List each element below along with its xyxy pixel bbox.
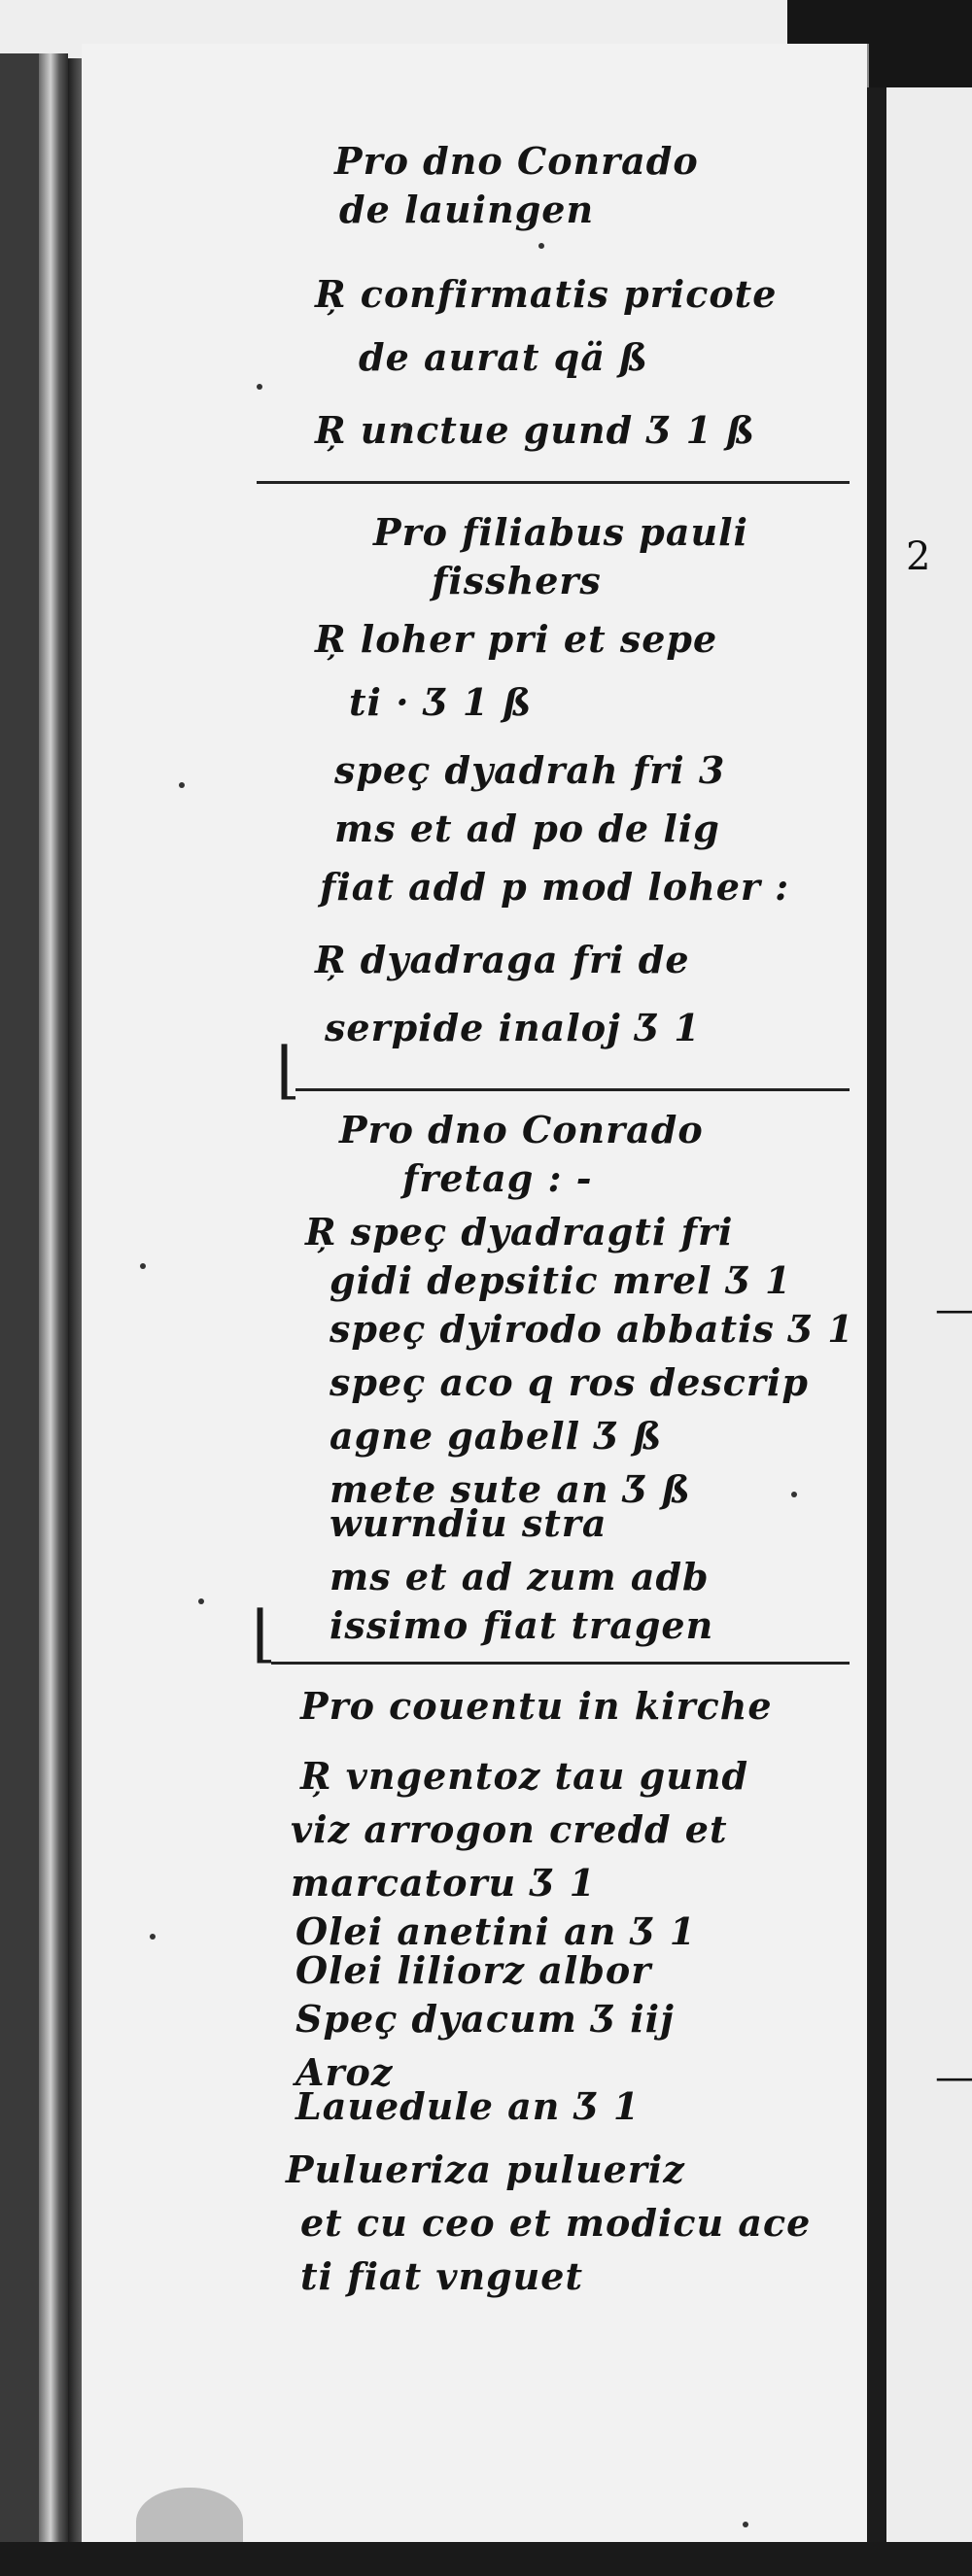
binding-edge [39,53,68,2576]
text-line: Aroz [295,2050,394,2094]
text-line: Olei anetini an Ʒ 1 [295,1909,697,1953]
text-line: Pulueriza pulueriz [286,2147,685,2191]
facing-page: 2 — — [886,87,972,2576]
text-line: gidi depsitic mrel Ʒ 1 [330,1258,792,1302]
ink-speck [538,243,544,249]
heading-line: Pro filiabus pauli [373,510,748,554]
text-line: speç dyirodo abbatis Ʒ 1 [330,1307,854,1351]
text-line: Lauedule an Ʒ 1 [295,2084,641,2128]
text-line: speç aco q ros descrip [330,1360,809,1404]
binding-gutter [68,58,82,2576]
ink-speck [402,423,408,429]
section-divider [257,481,850,484]
facing-page-mark: — [935,1288,972,1332]
section-divider [295,1088,850,1091]
section-divider [271,1662,850,1665]
section-flourish: ⌊ [252,1598,276,1670]
heading-line: Pro couentu in kirche [300,1684,773,1728]
heading-line: fretag : - [402,1156,593,1200]
ink-speck [743,2522,748,2527]
text-line: Ŗ vngentoz tau gund [300,1754,749,1798]
text-line: marcatoru Ʒ 1 [291,1861,597,1905]
ink-speck [257,384,262,390]
binding-spine [0,53,39,2576]
ink-speck [140,1263,146,1269]
ink-speck [791,1492,797,1497]
section-flourish: ⌊ [276,1035,300,1107]
text-line: serpide inaloj Ʒ 1 [325,1006,701,1049]
text-line: ms et ad po de lig [334,807,720,850]
text-line: wurndiu stra [330,1501,608,1545]
facing-page-mark: — [935,2055,972,2100]
heading-line: fisshers [432,559,602,602]
text-line: Ŗ confirmatis pricote [315,272,778,316]
bottom-border [0,2542,972,2576]
ink-speck [179,782,185,788]
text-line: fiat add p mod loher : [320,865,790,909]
text-line: Olei liliorz albor [295,1948,652,1992]
text-line: viz arrogon credd et [291,1807,728,1851]
text-line: Ŗ unctue gund Ʒ 1 ß [315,408,756,452]
text-line: Ŗ speç dyadragti fri [305,1210,734,1254]
text-line: mete sute an Ʒ ß [330,1467,691,1511]
manuscript-page: Pro dno Conrado de lauingen Ŗ confirmat… [82,44,869,2542]
heading-line: Pro dno Conrado [334,139,699,183]
text-line: ti · Ʒ 1 ß [349,680,533,724]
text-line: Speç dyacum Ʒ iij [295,1997,675,2041]
text-line: ms et ad zum adb [330,1555,710,1598]
heading-line: de lauingen [339,188,595,231]
text-line: speç dyadrah fri 3 [334,748,726,792]
facing-page-mark: 2 [906,534,931,579]
ink-speck [150,1934,156,1940]
text-line: Ŗ dyadraga fri de [315,938,690,981]
text-line: et cu ceo et modicu ace [300,2201,812,2245]
text-line: ti fiat vnguet [300,2254,584,2298]
page-edge [867,87,886,2576]
text-line: issimo fiat tragen [330,1603,714,1647]
text-line: Ŗ loher pri et sepe [315,617,718,661]
ink-speck [198,1598,204,1604]
heading-line: Pro dno Conrado [339,1108,704,1151]
text-line: agne gabell Ʒ ß [330,1414,663,1458]
text-line: de aurat qä ß [359,335,648,379]
